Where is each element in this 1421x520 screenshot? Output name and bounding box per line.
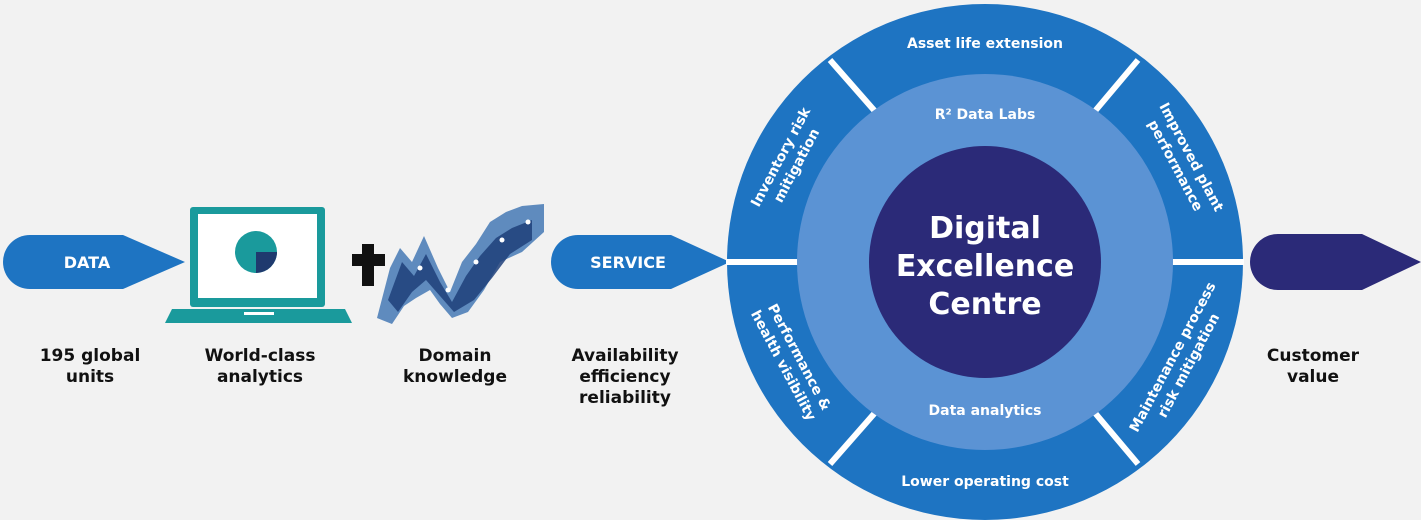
data-arrow-label: DATA	[64, 253, 111, 272]
crowd-growth-icon	[377, 204, 544, 324]
inner-top-label: R² Data Labs	[935, 107, 1036, 123]
service-arrow	[551, 235, 730, 289]
segment-dividers	[726, 58, 1244, 466]
customer-value-arrow	[1250, 234, 1421, 290]
caption-analytics: World-class analytics	[204, 346, 316, 387]
core-title-line-3: Centre	[928, 287, 1041, 322]
caption-data: 195 global units	[39, 346, 141, 387]
laptop-icon	[165, 207, 352, 323]
pie-chart-icon	[235, 231, 277, 273]
service-arrow-label: SERVICE	[590, 253, 666, 272]
caption-service: Availability efficiency reliability	[571, 346, 679, 408]
segment-bottom-label: Lower operating cost	[901, 474, 1069, 490]
core-title-line-2: Excellence	[896, 249, 1074, 284]
caption-domain: Domain knowledge	[402, 346, 508, 387]
data-arrow	[3, 235, 185, 289]
segment-top-label: Asset life extension	[907, 36, 1063, 52]
wheel: Digital Excellence Centre R² Data Labs D…	[726, 4, 1244, 520]
inner-bottom-label: Data analytics	[929, 403, 1042, 419]
wheel-core	[869, 146, 1101, 378]
core-title-line-1: Digital	[929, 211, 1041, 246]
caption-customer: Customer value	[1266, 346, 1360, 387]
plus-icon	[352, 244, 385, 286]
